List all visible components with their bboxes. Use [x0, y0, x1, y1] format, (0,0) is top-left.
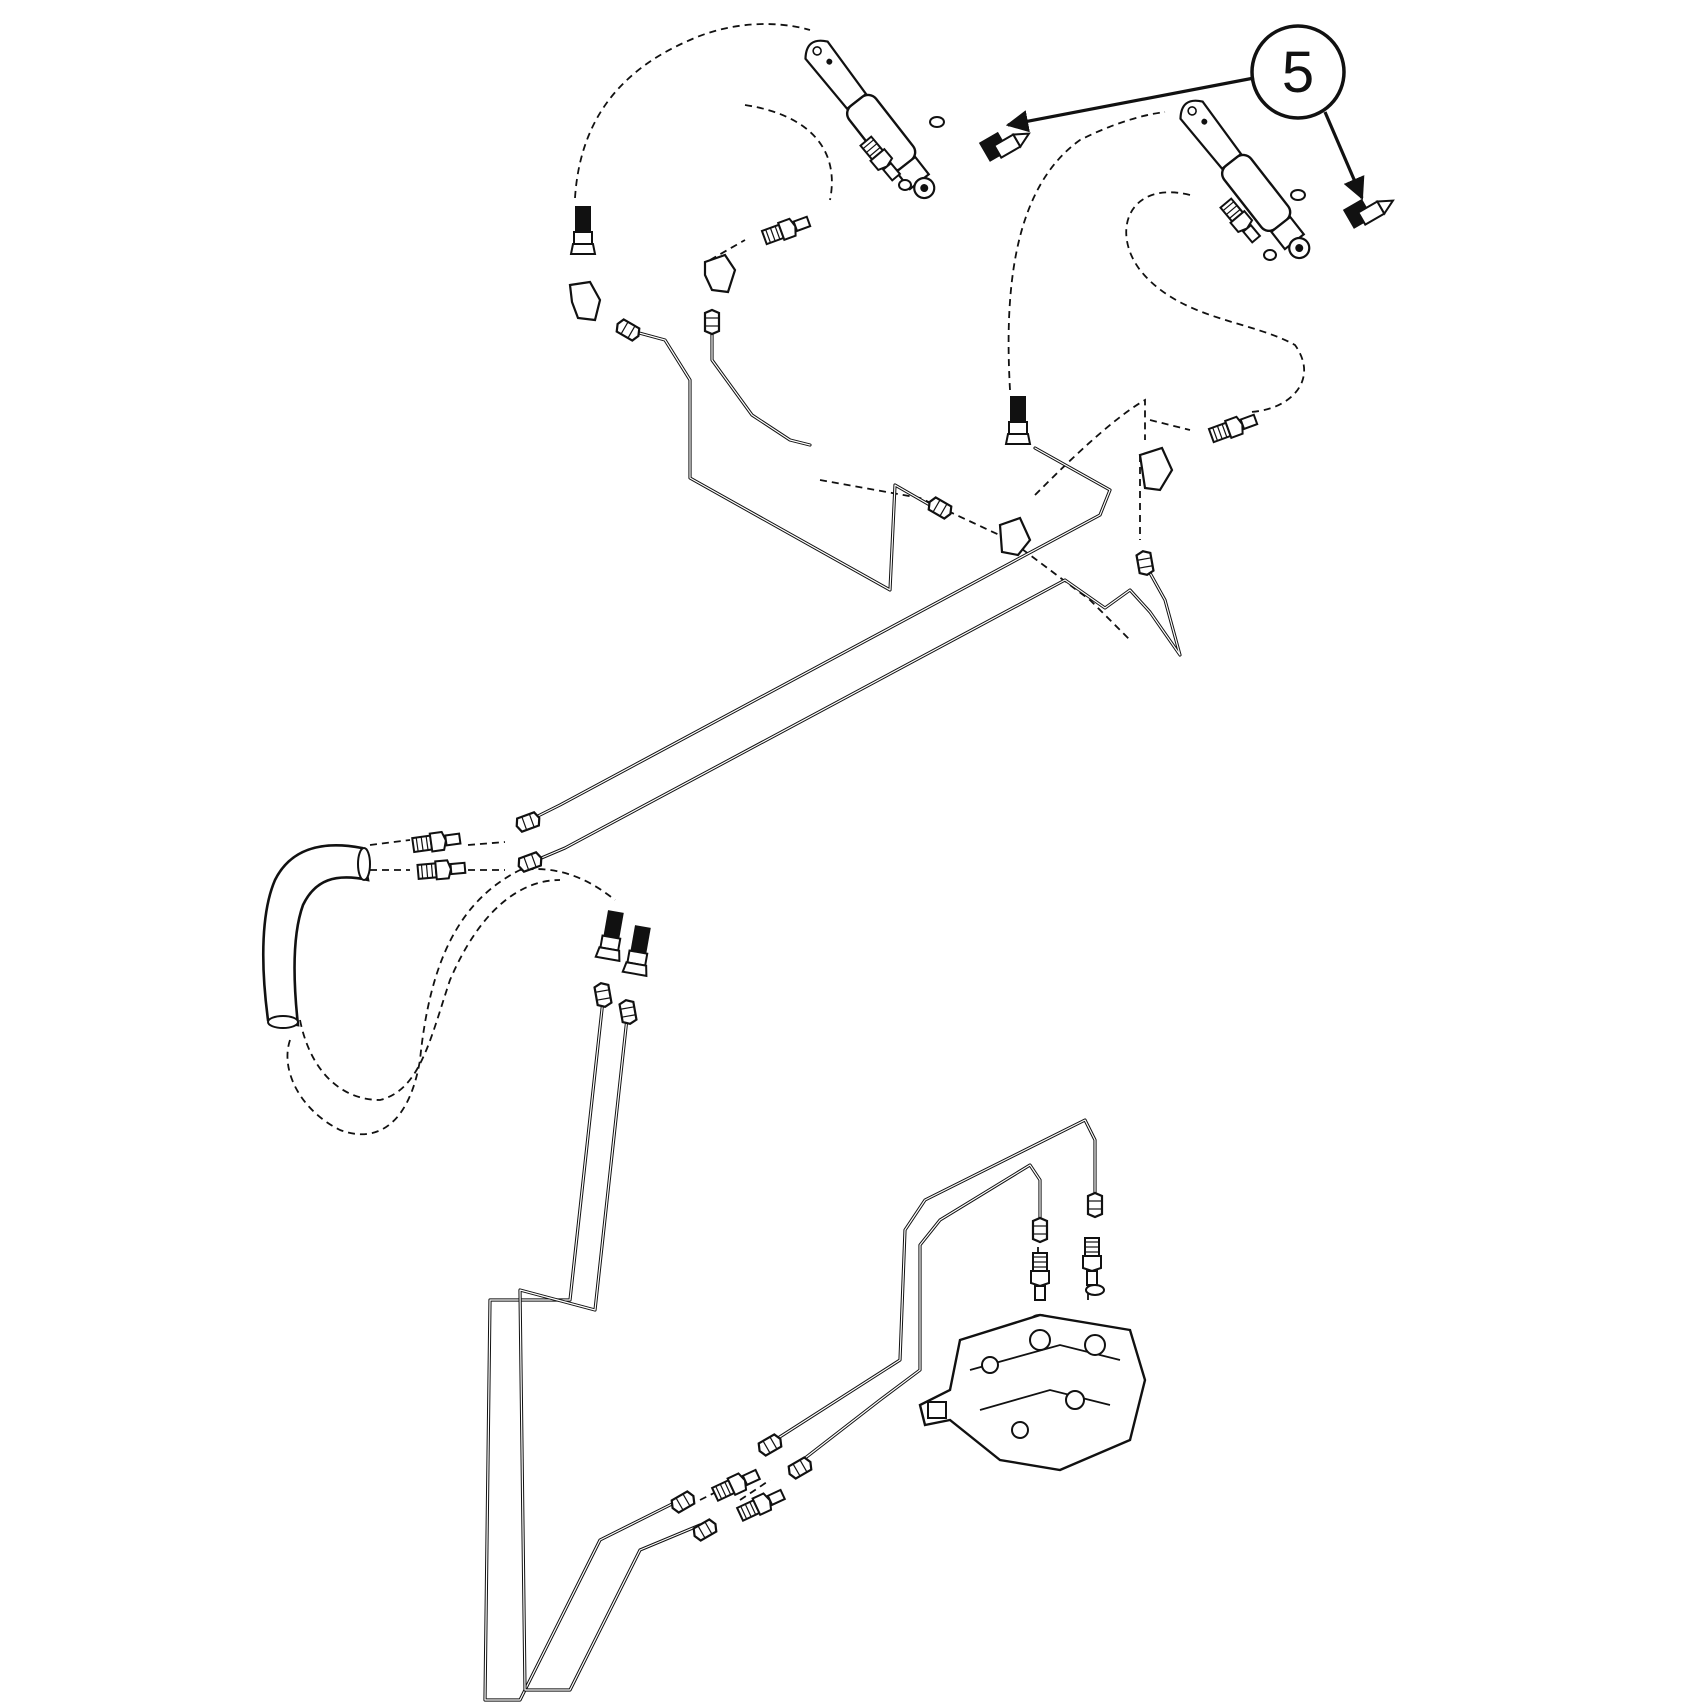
- rigid-pipes: [483, 323, 1182, 1702]
- control-valve: [918, 1313, 1147, 1472]
- nut-left-2: [703, 308, 721, 336]
- guide-line-center-hose-top: [1007, 111, 1166, 391]
- fitting-valve-port-b: [1082, 1237, 1102, 1286]
- pipe-lower-left-loop-b: [518, 1016, 702, 1692]
- guide-line-left-hose-top: [574, 23, 811, 199]
- o-rings: [898, 116, 1306, 1326]
- pipe-left-short: [710, 323, 812, 447]
- tee-fitting-right: [1138, 446, 1174, 492]
- angle-fitting-left-a: [568, 280, 602, 322]
- nut-lower-left-a: [668, 1488, 698, 1516]
- nut-lower-left-b: [690, 1516, 720, 1544]
- rubber-hose: [261, 844, 371, 1029]
- nut-valve-a: [1031, 1216, 1049, 1244]
- assembly-guide-lines: [286, 23, 1306, 1501]
- hose-end-center: [1005, 395, 1031, 445]
- elbow-fitting-right-callout: [1342, 198, 1395, 229]
- fitting-right-tee-branch: [1207, 409, 1260, 445]
- guide-line-lower-hose-a: [286, 868, 616, 1136]
- pipe-main-lower: [530, 553, 1182, 864]
- nut-left-1: [613, 316, 643, 344]
- hose-end-lower-a: [594, 908, 629, 962]
- nut-valve-b: [1086, 1191, 1104, 1219]
- nut-center: [925, 494, 955, 522]
- callout-5: 5: [1005, 24, 1365, 201]
- straight-fittings: [410, 134, 1264, 1524]
- tee-fitting-center: [998, 516, 1032, 557]
- guide-line-right-tee: [1149, 419, 1191, 431]
- guide-line-left-cylinder-port: [744, 104, 833, 201]
- callout-arrow-left: [1005, 76, 1255, 133]
- angle-fitting-left-b: [703, 253, 737, 294]
- fitting-coupler-lower: [416, 857, 467, 882]
- nut-lower-a: [592, 980, 614, 1010]
- callout-arrow-right: [1323, 111, 1365, 201]
- pipe-lower-left-loop-a: [483, 998, 682, 1702]
- fitting-valve-port-a: [1030, 1252, 1050, 1301]
- callout-label: 5: [1282, 40, 1314, 105]
- guide-line-center-tee: [1034, 398, 1146, 496]
- hose-end-left-top: [570, 205, 596, 255]
- pipe-left-return: [626, 328, 937, 592]
- hydraulic-cylinder-left: [796, 31, 946, 208]
- pipe-main-upper: [528, 446, 1112, 822]
- nut-main-upper: [513, 810, 543, 834]
- hose-end-lower-b: [621, 923, 656, 977]
- fitting-left-mid: [760, 211, 813, 247]
- angle-fittings: [568, 253, 1174, 557]
- guide-line-right-hose: [1125, 191, 1306, 413]
- guide-line-main-tee-run: [819, 479, 1131, 641]
- nut-right: [1134, 548, 1156, 578]
- guide-line-lower-hose-b: [299, 879, 561, 1101]
- nut-lower-right-b: [785, 1454, 815, 1482]
- callout-circle: [1250, 24, 1346, 120]
- fitting-coupler-upper: [410, 828, 463, 855]
- guide-line-left-fitting: [709, 239, 746, 261]
- nut-lower-b: [617, 997, 639, 1027]
- elbow-fitting-left-callout: [978, 131, 1031, 162]
